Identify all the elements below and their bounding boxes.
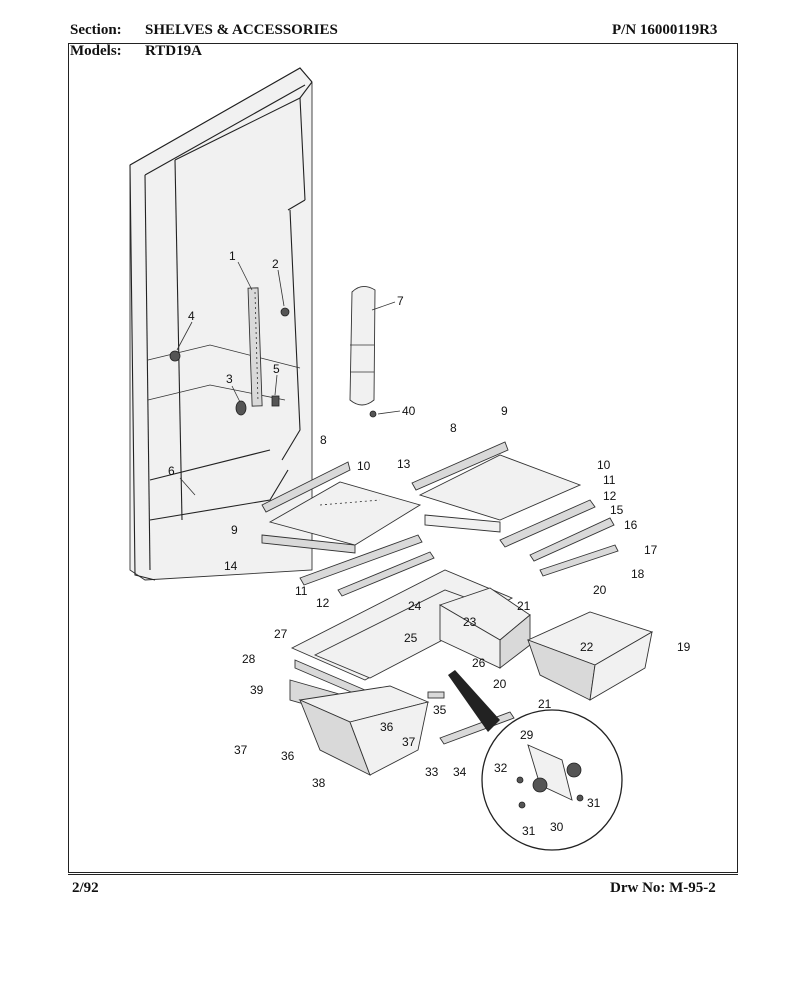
callout-35: 35 [433, 703, 447, 717]
part-7-air-duct [349, 286, 376, 406]
callout-17: 17 [644, 543, 658, 557]
callout-8-right: 8 [450, 421, 457, 435]
section-label: Section: [70, 22, 122, 38]
callout-20: 20 [593, 583, 607, 597]
callout-21-lower: 21 [538, 697, 552, 711]
drawing-number: Drw No: M-95-2 [610, 880, 716, 896]
callout-8: 8 [320, 433, 327, 447]
callout-29: 29 [520, 728, 534, 742]
left-shelf-assembly [261, 461, 435, 597]
part-40-screw [369, 410, 377, 418]
callout-23: 23 [463, 615, 477, 629]
callout-2: 2 [272, 257, 279, 271]
callout-11: 11 [295, 584, 308, 598]
callout-13: 13 [397, 457, 411, 471]
callout-11-right: 11 [603, 473, 616, 487]
callout-12-right: 12 [603, 489, 617, 503]
callout-9-right: 9 [501, 404, 508, 418]
callout-15: 15 [610, 503, 624, 517]
callout-22: 22 [580, 640, 594, 654]
callout-39: 39 [250, 683, 264, 697]
callout-26: 26 [472, 656, 486, 670]
callout-38: 38 [312, 776, 326, 790]
callout-5: 5 [273, 362, 280, 376]
part-3-clip [235, 400, 247, 416]
footer-date: 2/92 [72, 880, 99, 896]
center-bracket [438, 587, 531, 669]
models-label: Models: [70, 43, 122, 59]
part-1-shelf-rail [247, 287, 263, 407]
callout-40: 40 [402, 404, 416, 418]
callout-14: 14 [224, 559, 238, 573]
right-shelf-assembly [411, 441, 619, 577]
part-38-crisper-drawer [298, 685, 430, 776]
callout-18: 18 [631, 567, 645, 581]
callout-33: 33 [425, 765, 439, 779]
callout-10: 10 [357, 459, 371, 473]
callout-36: 36 [281, 749, 295, 763]
part-4-bracket [169, 350, 181, 362]
callout-37: 37 [234, 743, 248, 757]
callout-1: 1 [229, 249, 236, 263]
callout-6: 6 [168, 464, 175, 478]
part-5-clip [271, 395, 280, 407]
callout-24: 24 [408, 599, 422, 613]
callout-20-lower: 20 [493, 677, 507, 691]
callout-10-right: 10 [597, 458, 611, 472]
leader-lines [176, 261, 401, 496]
callout-36-right: 36 [380, 720, 394, 734]
callout-34: 34 [453, 765, 467, 779]
part-19-crisper-drawer [526, 611, 654, 701]
footer-separator [68, 874, 738, 875]
part-2-screw [280, 307, 290, 317]
callout-4: 4 [188, 309, 195, 323]
part-35-slide [427, 691, 445, 699]
drawing-frame [68, 43, 738, 873]
callout-7: 7 [397, 294, 404, 308]
callout-31: 31 [587, 796, 601, 810]
callout-12: 12 [316, 596, 330, 610]
callout-32: 32 [494, 761, 508, 775]
part-number: P/N 16000119R3 [612, 22, 718, 38]
callout-31-lower: 31 [522, 824, 536, 838]
callout-28: 28 [242, 652, 256, 666]
callout-21: 21 [517, 599, 531, 613]
callout-27: 27 [274, 627, 288, 641]
callout-16: 16 [624, 518, 638, 532]
callout-25: 25 [404, 631, 418, 645]
callout-9: 9 [231, 523, 238, 537]
callout-30: 30 [550, 820, 564, 834]
models-value: RTD19A [145, 43, 202, 59]
callout-19: 19 [677, 640, 691, 654]
detail-inset [448, 670, 623, 851]
callout-37-right: 37 [402, 735, 416, 749]
callout-labels: 1 2 3 4 5 6 7 8 9 10 11 12 13 14 15 16 1… [168, 249, 691, 838]
cabinet-outline [129, 67, 313, 581]
callout-3: 3 [226, 372, 233, 386]
section-title: SHELVES & ACCESSORIES [145, 22, 338, 38]
